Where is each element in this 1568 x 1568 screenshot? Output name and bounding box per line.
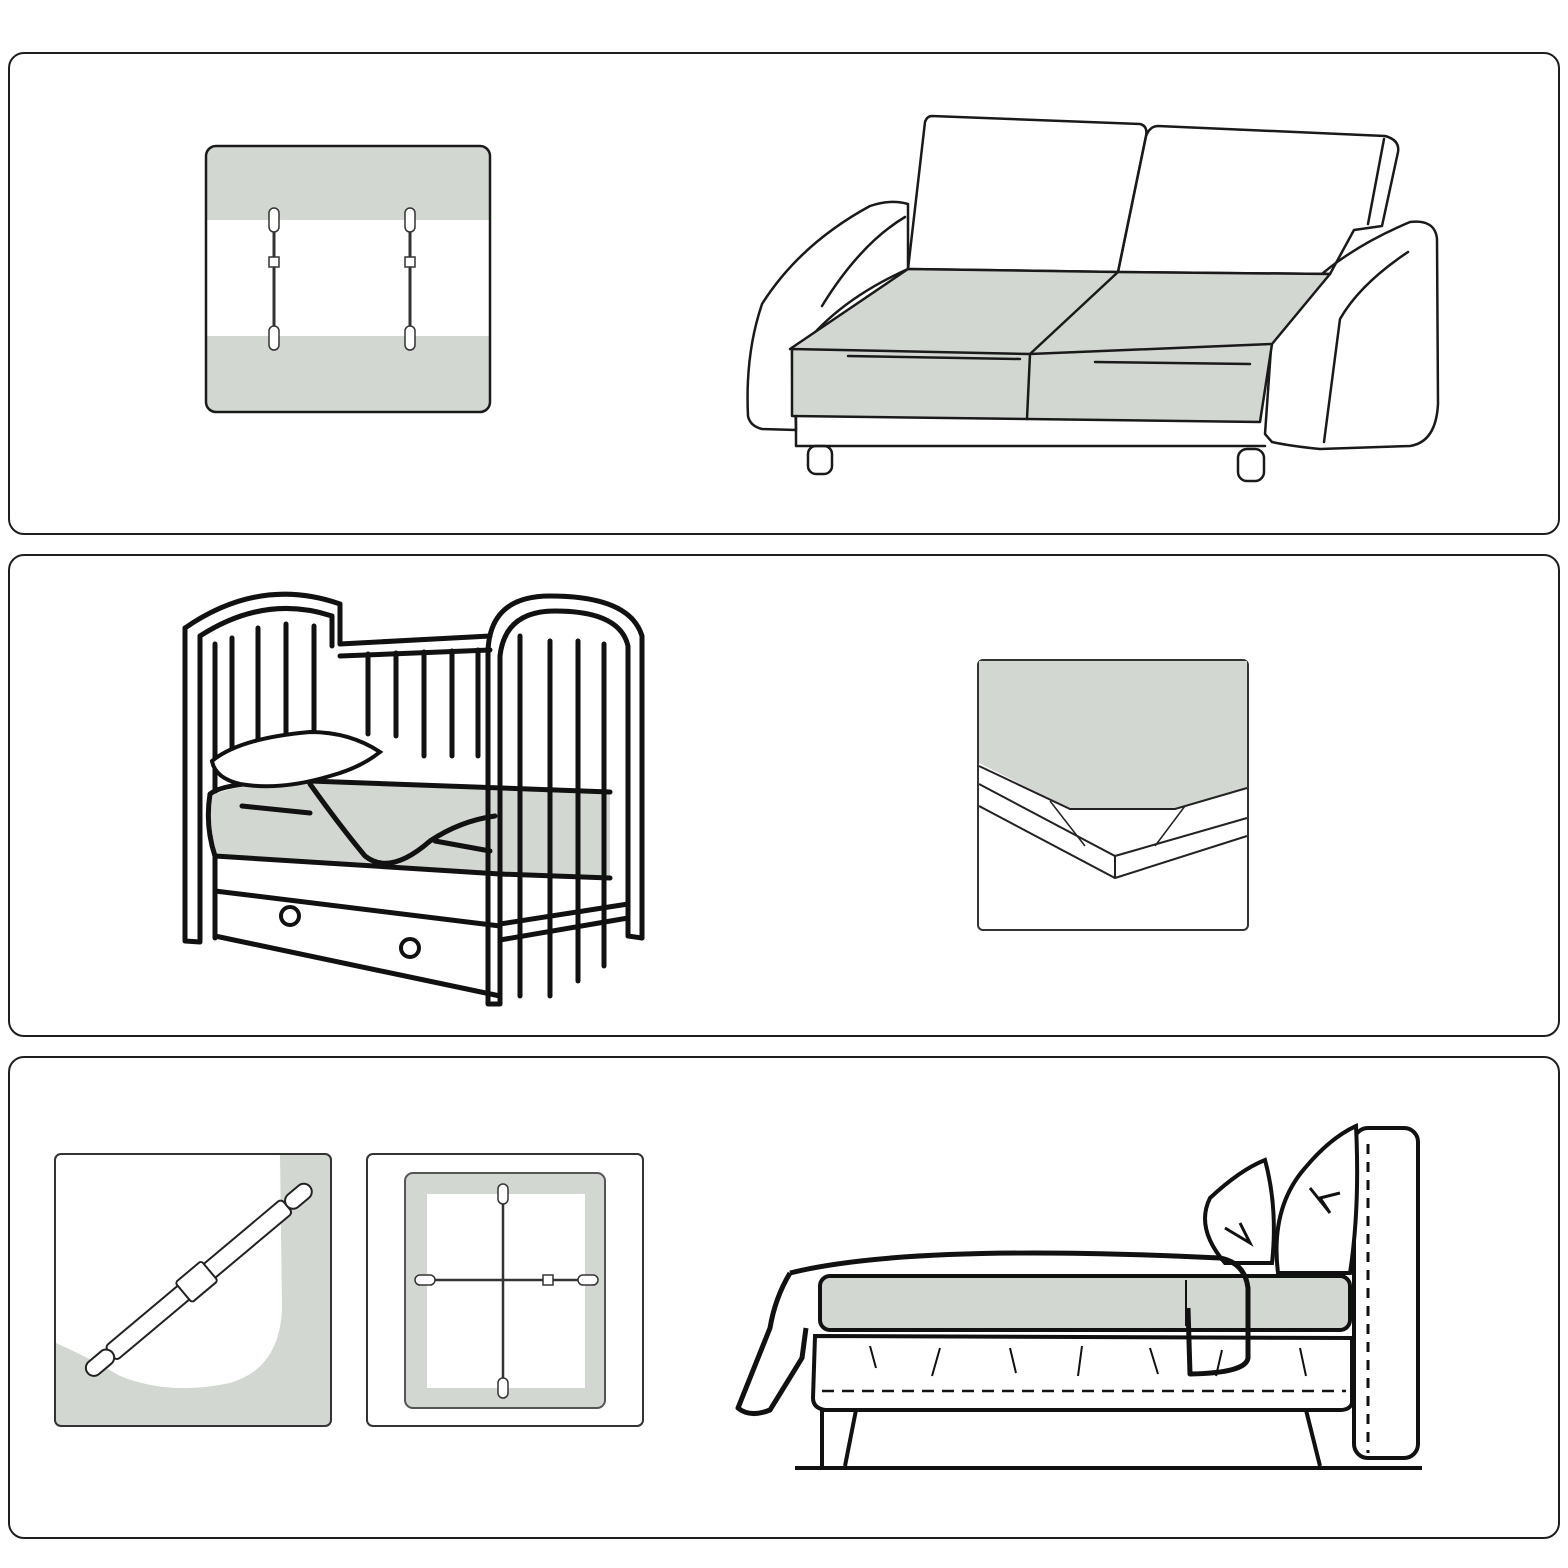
cross-strap-icon: [366, 1153, 644, 1427]
crib-illustration: [182, 591, 645, 1007]
strap-closeup-icon: [54, 1153, 332, 1427]
mattress-corner-icon: [977, 659, 1249, 931]
strap-left: [268, 207, 280, 351]
sofa-panel: [8, 52, 1560, 535]
strap-square-icon: [204, 144, 492, 414]
sofa-illustration: [746, 114, 1440, 483]
sofa-panel-art: [204, 114, 1440, 483]
strap-right: [404, 207, 416, 351]
bed-panel: [8, 1056, 1560, 1539]
bed-panel-art: [54, 1122, 1422, 1470]
crib-panel: [8, 554, 1560, 1037]
bed-illustration: [735, 1122, 1422, 1470]
crib-panel-art: [182, 591, 1249, 1007]
